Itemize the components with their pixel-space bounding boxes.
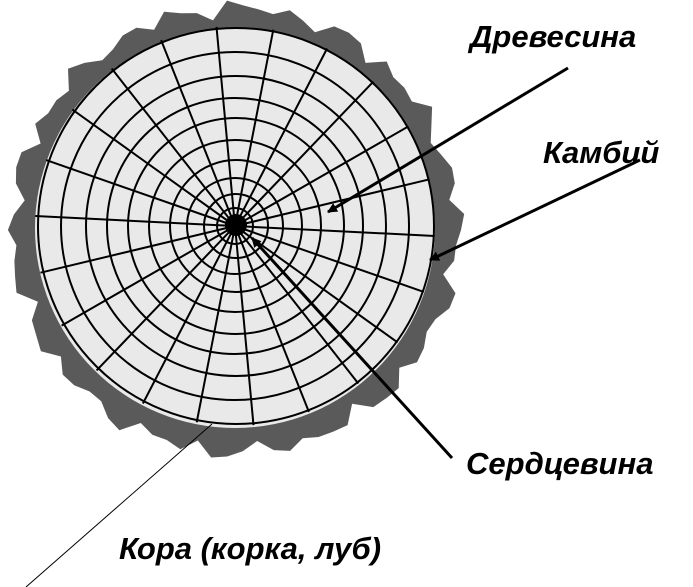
cambium-pointer: [430, 160, 640, 260]
bark-label: Кора (корка, луб): [119, 531, 381, 566]
wood-label: Древесина: [467, 19, 636, 54]
pith: [225, 214, 247, 236]
cambium-label: Камбий: [543, 135, 659, 170]
pith-label: Сердцевина: [466, 446, 653, 481]
